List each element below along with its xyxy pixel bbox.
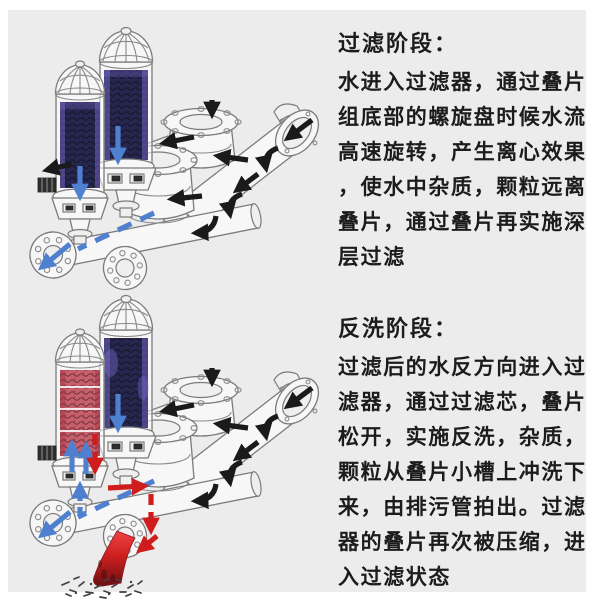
filtration-stage-text: 过滤阶段： 水进入过滤器，通过叠片 组底部的螺旋盘时候水流 高速旋转，产生离心效… <box>338 26 600 275</box>
filter-canister-left <box>37 60 109 245</box>
clean-water-arrows <box>37 126 156 271</box>
bolt-ring <box>34 236 72 274</box>
drain-flow-arrows <box>86 434 160 554</box>
bolt-ring <box>160 106 242 138</box>
backwash-stage-text: 反洗阶段： 过滤后的水反方向进入过 滤器，通过过滤芯，叠片 松开，实施反洗，杂质… <box>338 311 600 595</box>
drain-flange <box>102 245 148 291</box>
filter-canister-left <box>37 328 109 513</box>
dome-cage <box>54 328 106 369</box>
backwash-stage-illustration <box>29 294 320 599</box>
dome-cage <box>98 294 154 338</box>
stage-heading-backwash: 反洗阶段： <box>338 316 459 341</box>
inlet-flow-arrows <box>41 100 314 242</box>
dome-cage <box>98 26 154 70</box>
canister-base <box>95 426 157 486</box>
stage-body-backwash: 过滤后的水反方向进入过 滤器，通过过滤芯，叠片 松开，实施反洗，杂质， 颗粒从叠… <box>338 356 587 589</box>
loosened-disc-gaps <box>60 386 100 432</box>
dome-cage <box>54 60 106 101</box>
drain-stream <box>93 530 136 587</box>
diagram-panel: 过滤阶段： 水进入过滤器，通过叠片 组底部的螺旋盘时候水流 高速旋转，产生离心效… <box>8 10 586 599</box>
bolt-ring <box>107 250 143 286</box>
filter-canister-right <box>95 294 157 486</box>
stage-heading-filtration: 过滤阶段： <box>338 31 459 56</box>
inlet-flow-arrows <box>158 368 314 510</box>
canister-base <box>51 188 109 245</box>
stage-body-filtration: 水进入过滤器，通过叠片 组底部的螺旋盘时候水流 高速旋转，产生离心效果 ，使水中… <box>338 71 587 269</box>
debris-particles <box>61 576 143 599</box>
bolt-ring <box>279 379 318 422</box>
filtration-stage-illustration <box>29 26 320 291</box>
bolt-ring <box>279 111 318 154</box>
filter-canister-right <box>95 26 157 218</box>
